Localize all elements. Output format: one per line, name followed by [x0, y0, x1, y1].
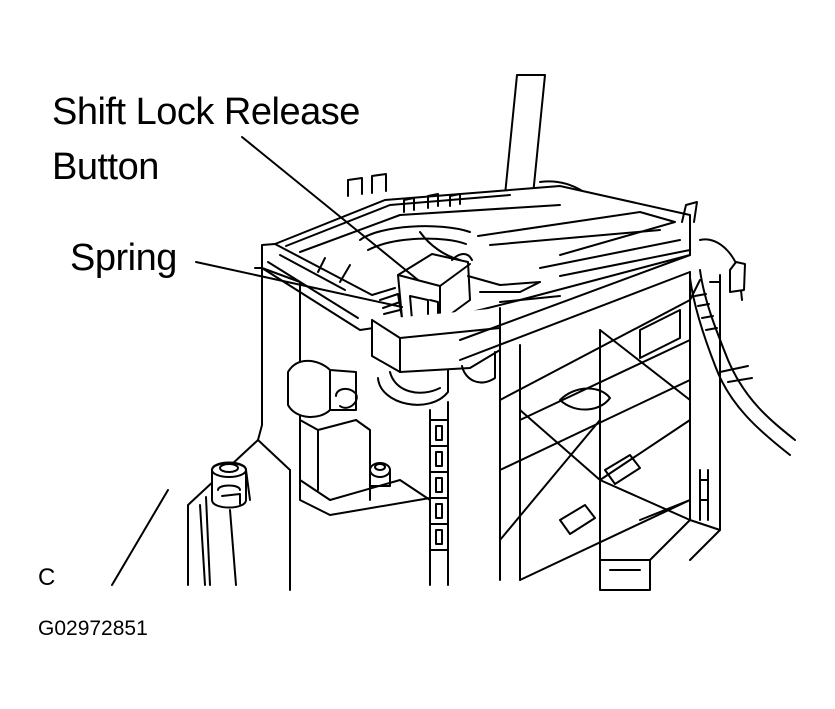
view-letter: C [38, 564, 56, 591]
lattice-panel [459, 254, 721, 591]
leader-lines [195, 136, 419, 308]
spring-label: Spring [70, 237, 177, 279]
release-button-leader [241, 136, 419, 281]
base-frame-left [111, 267, 301, 586]
mounting-stud [199, 461, 247, 586]
wire-harness [689, 238, 796, 456]
slotted-rib-plate [429, 401, 449, 586]
top-bracket [261, 173, 698, 331]
release-button-label-line1: Shift Lock Release [52, 91, 360, 133]
figure-id: G02972851 [38, 617, 148, 640]
release-button-label-line2: Button [52, 146, 159, 188]
bolt [369, 462, 391, 487]
base-frame-body [287, 359, 431, 591]
spring-leader [195, 261, 403, 308]
button-housing [371, 307, 501, 406]
